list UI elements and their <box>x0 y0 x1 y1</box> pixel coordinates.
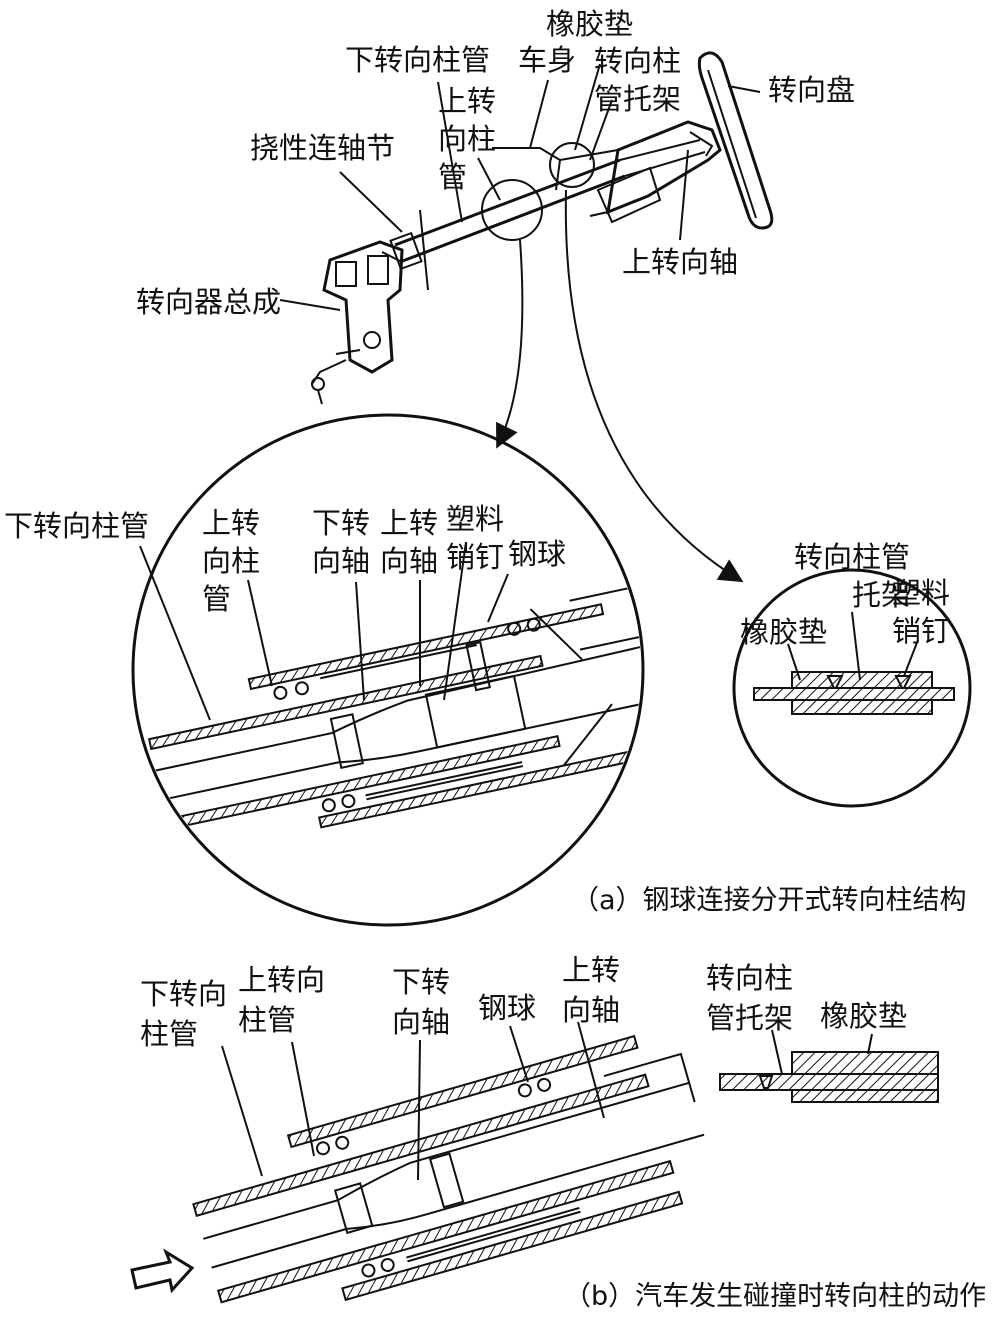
steering-wheel-shape <box>697 51 774 230</box>
label-detail-upper-column-tube: 上转向柱管 <box>202 506 261 616</box>
label-b-steel-ball: 钢球 <box>478 991 537 1025</box>
flex-coupling-shape <box>389 209 429 291</box>
column-tube-lines <box>394 139 706 264</box>
label-b-lower-shaft: 下转向轴 <box>392 965 451 1039</box>
detail-marker-a <box>481 179 543 241</box>
label-lower-column-tube-top: 下转向柱管 <box>345 43 491 77</box>
label-column-bracket-top: 转向柱管托架 <box>594 44 682 116</box>
caption-b: （b）汽车发生碰撞时转向柱的动作 <box>564 1281 987 1312</box>
steering-gear-shape <box>311 240 404 405</box>
label-b-lower-column-tube: 下转向柱管 <box>140 977 228 1051</box>
arrow-to-detail-b <box>564 189 744 583</box>
label-b-upper-shaft: 上转向轴 <box>562 953 621 1027</box>
label-detail-upper-shaft: 上转向轴 <box>380 506 439 578</box>
detail-circle-a <box>131 413 660 927</box>
caption-a: （a）钢球连接分开式转向柱结构 <box>572 885 967 916</box>
impact-arrow-icon <box>130 1248 195 1294</box>
label-detail-lower-shaft: 下转向轴 <box>312 506 371 578</box>
label-b-bracket: 转向柱管托架 <box>706 961 794 1035</box>
label-b-upper-column-tube: 上转向柱管 <box>238 963 326 1037</box>
label-bracket-detail-plastic-pin: 塑料销钉 <box>892 576 951 648</box>
arrow-to-detail-a <box>496 239 524 449</box>
label-b-rubber-pad: 橡胶垫 <box>820 999 908 1033</box>
detail-marker-b <box>549 142 595 188</box>
detail-circle-b <box>732 568 972 808</box>
label-bracket-detail-rubber-pad: 橡胶垫 <box>740 615 828 649</box>
label-upper-column-tube-top: 上转向柱管 <box>438 84 497 194</box>
label-bracket-detail: 转向柱管托架 <box>793 540 910 612</box>
label-body: 车身 <box>518 43 577 77</box>
label-detail-steel-ball: 钢球 <box>508 537 567 571</box>
label-gear-assembly: 转向器总成 <box>136 285 282 319</box>
label-steering-wheel: 转向盘 <box>768 73 856 107</box>
label-detail-lower-column-tube: 下转向柱管 <box>4 509 150 543</box>
label-upper-shaft-top: 上转向轴 <box>622 245 739 279</box>
overview-assembly <box>279 51 774 583</box>
detail-a-leaders <box>139 541 509 721</box>
label-detail-plastic-pin: 塑料销钉 <box>446 502 505 574</box>
body-panel-line <box>492 147 562 191</box>
label-flex-coupling: 挠性连轴节 <box>250 131 396 165</box>
label-rubber-pad-top: 橡胶垫 <box>546 7 634 41</box>
overview-leaders <box>279 63 761 311</box>
collision-diagram-b <box>130 1021 939 1304</box>
